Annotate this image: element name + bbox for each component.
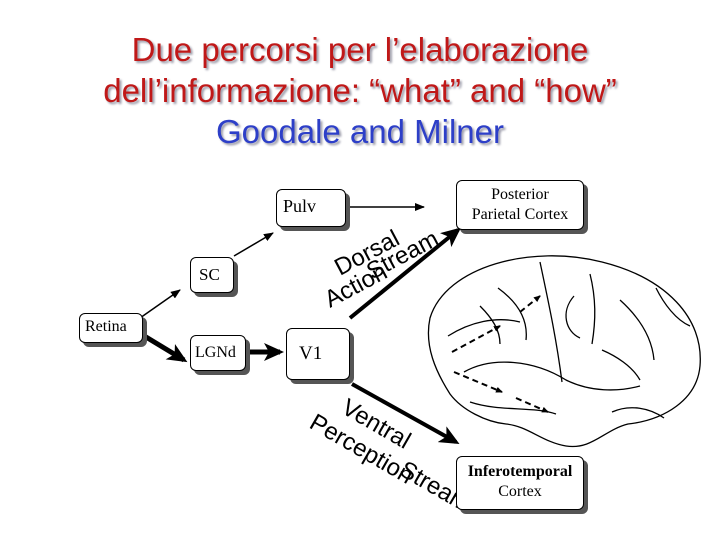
itc-label-line-1: Inferotemporal bbox=[467, 463, 573, 480]
brain-lateral-view-icon bbox=[427, 255, 701, 448]
title-line-2: dell’informazione: “what” and “how” bbox=[103, 72, 617, 109]
itc-label-line-2: Cortex bbox=[498, 483, 542, 500]
lgnd-box: LGNd bbox=[190, 335, 246, 371]
arrow-retina-to-lgnd bbox=[139, 331, 188, 363]
arrow-retina-to-sc bbox=[139, 289, 181, 319]
brain-pathway-dashes bbox=[451, 295, 549, 413]
ppc-label-line-1: Posterior bbox=[491, 186, 549, 203]
retina-box: Retina bbox=[79, 313, 143, 343]
v1-label: V1 bbox=[299, 343, 323, 364]
pulv-box: Pulv bbox=[276, 189, 346, 227]
retina-label: Retina bbox=[85, 318, 127, 335]
inferotemporal-cortex-box: Inferotemporal Cortex bbox=[456, 456, 584, 510]
arrow-v1-to-itc-ventral bbox=[351, 382, 460, 444]
sc-label: SC bbox=[199, 265, 220, 284]
v1-box: V1 bbox=[286, 328, 350, 380]
pulv-label: Pulv bbox=[283, 196, 317, 216]
lgnd-label: LGNd bbox=[195, 344, 236, 361]
title-line-1: Due percorsi per l’elaborazione bbox=[131, 31, 589, 68]
ppc-label-line-2: Parietal Cortex bbox=[471, 206, 569, 223]
arrow-v1-to-ppc-dorsal bbox=[348, 227, 462, 320]
sc-box: SC bbox=[190, 257, 234, 293]
arrow-sc-to-pulv bbox=[233, 232, 274, 257]
posterior-parietal-cortex-box: Posterior Parietal Cortex bbox=[456, 180, 584, 230]
title-line-3: Goodale and Milner bbox=[215, 113, 504, 150]
